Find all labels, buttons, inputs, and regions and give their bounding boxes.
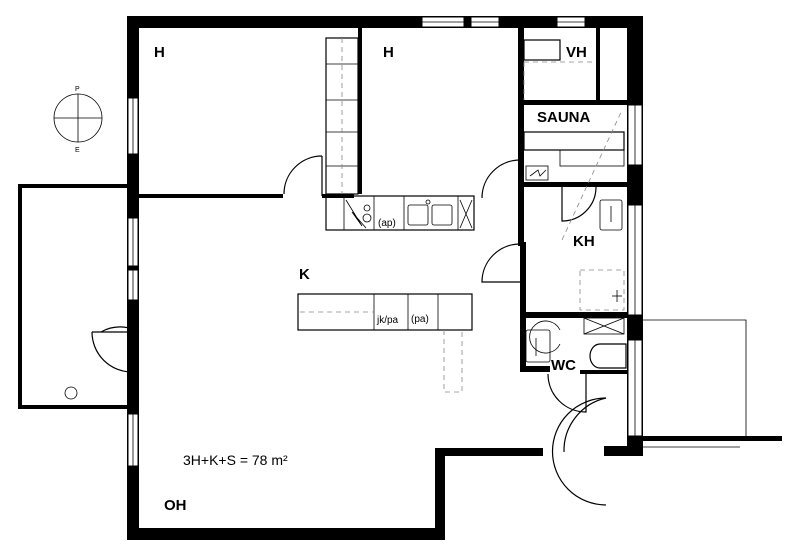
label-freezer: (pa) — [411, 314, 429, 325]
compass-south-label: E — [75, 147, 80, 154]
room-label-sauna: SAUNA — [537, 109, 591, 126]
terrace-east — [640, 319, 782, 448]
windows — [127, 16, 643, 467]
compass: P E — [53, 86, 103, 154]
room-label-wardrobe: VH — [566, 44, 587, 61]
room-label-bedroom-west: H — [154, 44, 165, 61]
room-label-bedroom-middle: H — [383, 44, 394, 61]
room-label-living-room: OH — [164, 497, 187, 514]
balcony-west — [18, 184, 130, 409]
doors — [91, 155, 607, 506]
fixture-labels: (ap) jk/pa (pa) — [376, 218, 429, 326]
label-fridge-freezer: jk/pa — [376, 315, 399, 326]
room-labels: H H VH SAUNA KH K WC OH — [154, 44, 595, 514]
kitchen-fixtures — [297, 37, 475, 393]
label-dishwasher: (ap) — [378, 218, 396, 229]
compass-north-label: P — [75, 86, 80, 93]
room-label-toilet: WC — [551, 357, 576, 374]
room-label-kitchen: K — [299, 266, 310, 283]
wet-area-fixtures — [523, 39, 627, 369]
room-label-bathroom: KH — [573, 233, 595, 250]
apartment-area-summary: 3H+K+S = 78 m² — [183, 452, 288, 468]
